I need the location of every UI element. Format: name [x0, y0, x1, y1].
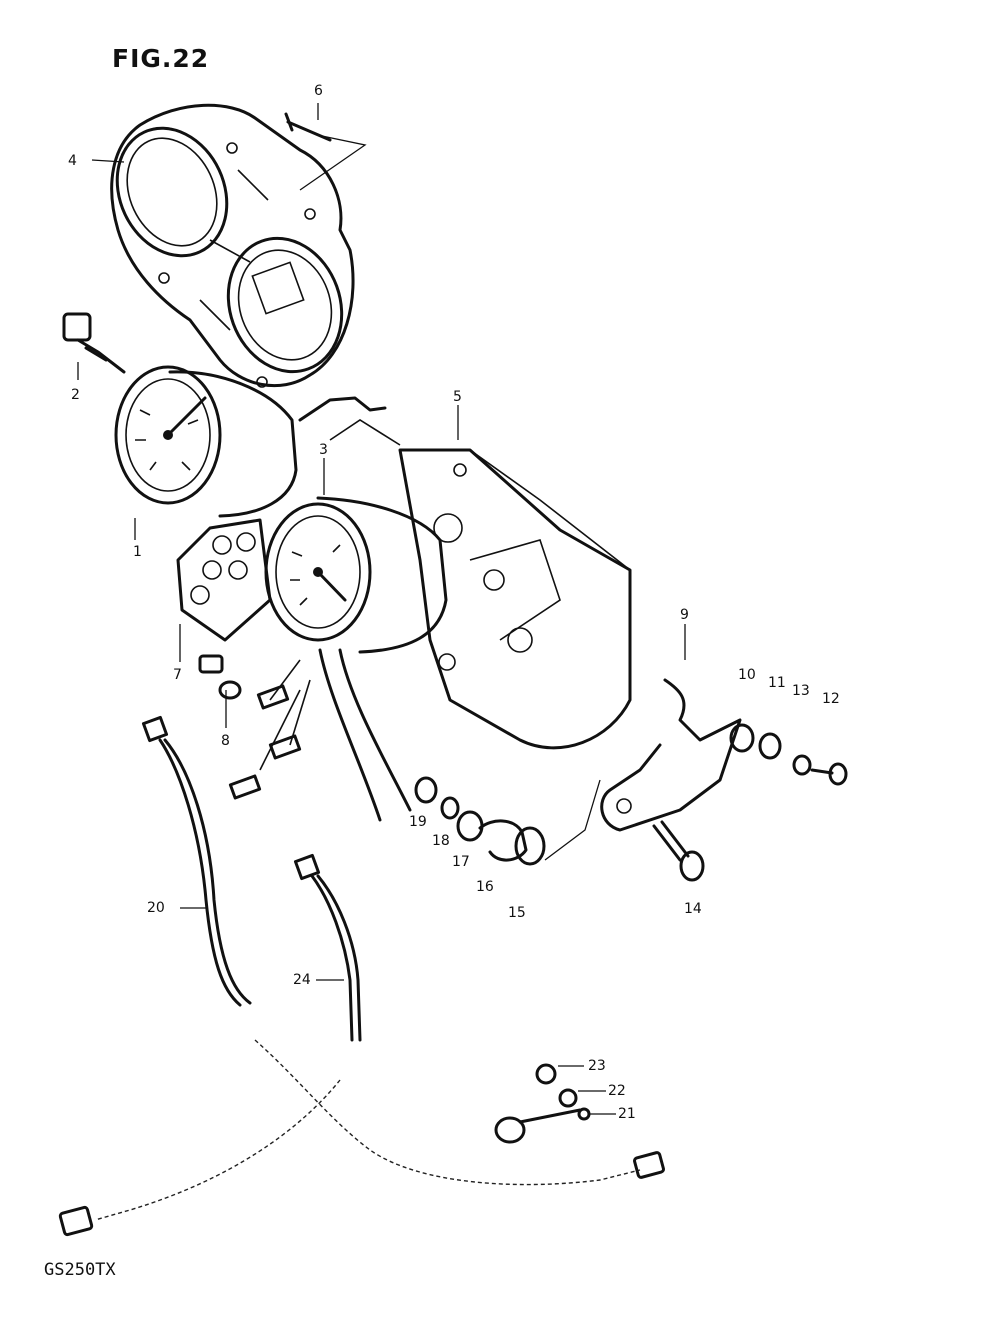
- callout-2: 2: [71, 387, 80, 403]
- callout-19: 19: [409, 814, 427, 830]
- callout-11: 11: [768, 675, 786, 691]
- bulb-icon: [198, 654, 242, 700]
- rubber-grommet-icon: [729, 723, 755, 753]
- wiring-harness-icon: [228, 396, 412, 822]
- tach-cable-icon: [58, 853, 362, 1237]
- callout-8: 8: [221, 733, 230, 749]
- figure-title: FIG.22: [112, 44, 210, 73]
- indicator-housing-icon: [176, 518, 272, 642]
- callout-22: 22: [608, 1083, 626, 1099]
- callout-14: 14: [684, 901, 702, 917]
- assembly-lines: [299, 135, 601, 861]
- screw-icon: [284, 112, 332, 142]
- callout-17: 17: [452, 854, 470, 870]
- callout-6: 6: [314, 83, 323, 99]
- callout-4: 4: [68, 153, 77, 169]
- callout-15: 15: [508, 905, 526, 921]
- callout-21: 21: [618, 1106, 636, 1122]
- bracket-icon: [600, 678, 742, 832]
- cushion-stack-icon: [414, 776, 546, 866]
- model-code: GS250TX: [44, 1260, 116, 1280]
- callout-13: 13: [792, 683, 810, 699]
- spring-washer-icon: [792, 754, 812, 776]
- callout-18: 18: [432, 833, 450, 849]
- stud-bolt-icon: [652, 820, 705, 882]
- callout-9: 9: [680, 607, 689, 623]
- callout-12: 12: [822, 691, 840, 707]
- leader-lines: [77, 103, 686, 1115]
- washer-small-icon: [558, 1088, 578, 1108]
- cable-icon: [141, 715, 665, 1186]
- speedometer-icon: [114, 365, 298, 518]
- tachometer-icon: [264, 496, 448, 654]
- meter-case-cover-icon: [110, 103, 355, 388]
- callout-10: 10: [738, 667, 756, 683]
- meter-case-icon: [398, 448, 632, 750]
- washer-icon: [758, 732, 782, 760]
- callout-24: 24: [293, 972, 311, 988]
- callout-16: 16: [476, 879, 494, 895]
- callout-7: 7: [173, 667, 182, 683]
- bulb-socket-icon: [62, 312, 126, 374]
- callout-20: 20: [147, 900, 165, 916]
- screw-small-icon: [535, 1063, 557, 1085]
- bolt-icon: [810, 762, 848, 786]
- callout-3: 3: [319, 442, 328, 458]
- callout-5: 5: [453, 389, 462, 405]
- callout-1: 1: [133, 544, 142, 560]
- cable-ring-icon: [494, 1107, 591, 1144]
- callout-23: 23: [588, 1058, 606, 1074]
